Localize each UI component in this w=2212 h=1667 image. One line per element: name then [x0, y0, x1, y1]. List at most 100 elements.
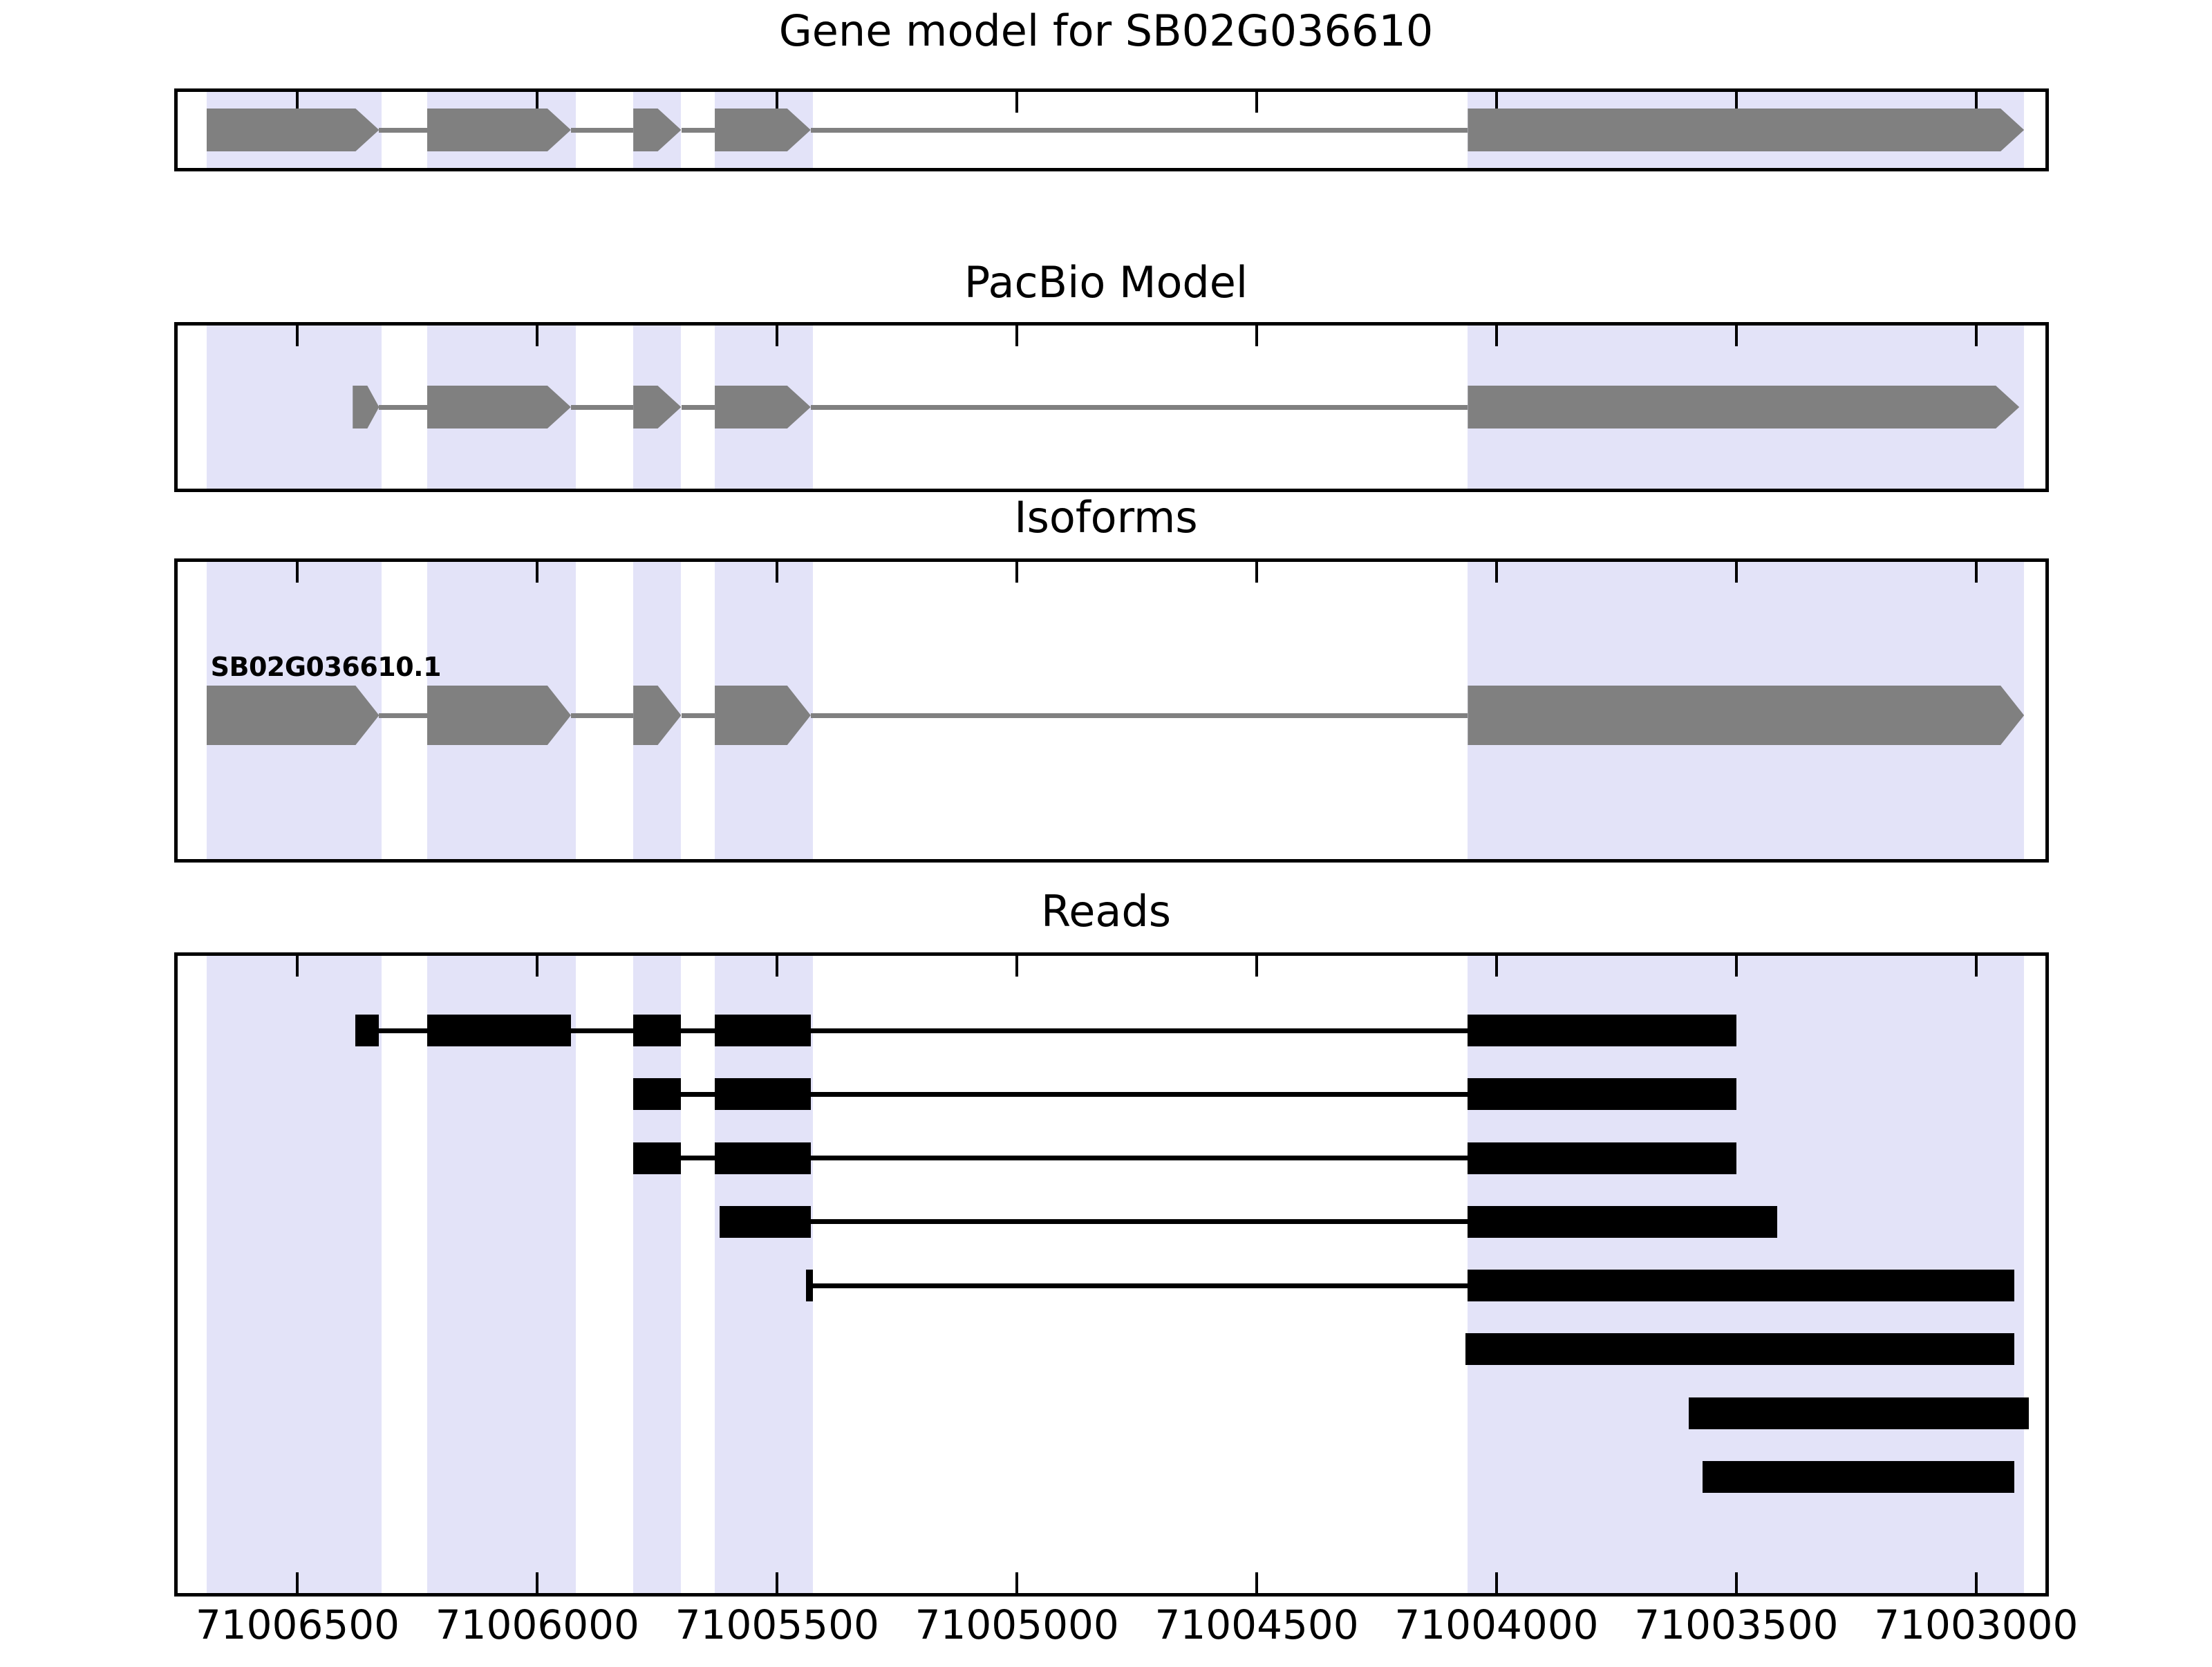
axis-tick: [1015, 562, 1019, 583]
axis-tick: [1734, 326, 1738, 346]
axis-tick: [1734, 92, 1738, 113]
axis-tick: [1494, 326, 1498, 346]
axis-tick: [776, 562, 779, 583]
read-exon-block: [633, 1078, 682, 1111]
axis-tick: [536, 92, 539, 113]
intron-line: [681, 713, 715, 718]
panel-title-pacbio-model: PacBio Model: [964, 257, 1248, 308]
intron-line: [810, 404, 1468, 410]
intron-line: [810, 127, 1468, 133]
axis-tick: [536, 562, 539, 583]
axis-tick: [1255, 92, 1259, 113]
exon-highlight-band: [633, 956, 682, 1593]
axis-tick: [536, 326, 539, 346]
read-exon-block: [1465, 1333, 2015, 1366]
intron-line: [570, 404, 634, 410]
exon-highlight-band: [427, 956, 576, 1593]
axis-tick: [536, 1572, 539, 1593]
read-exon-block: [720, 1205, 811, 1238]
axis-tick: [1734, 956, 1738, 977]
intron-line: [681, 404, 715, 410]
exon-block: [1468, 109, 2024, 151]
axis-tick: [1255, 326, 1259, 346]
axis-tick: [1494, 92, 1498, 113]
x-tick-label: 71003000: [1874, 1601, 2079, 1648]
axis-tick: [296, 1572, 299, 1593]
read-exon-block: [715, 1015, 811, 1047]
axis-tick: [1494, 956, 1498, 977]
axis-tick: [1255, 562, 1259, 583]
axis-tick: [1734, 1572, 1738, 1593]
x-tick-label: 71006000: [435, 1601, 639, 1648]
axis-tick: [1255, 956, 1259, 977]
read-exon-block: [355, 1015, 379, 1047]
isoform-label: SB02G036610.1: [210, 652, 442, 682]
exon-highlight-band: [206, 326, 382, 489]
read-exon-block: [805, 1270, 814, 1302]
axis-tick: [296, 956, 299, 977]
intron-line: [379, 713, 427, 718]
intron-line: [681, 127, 715, 133]
axis-tick: [1974, 92, 1978, 113]
axis-tick: [1974, 956, 1978, 977]
exon-highlight-band: [715, 956, 814, 1593]
axis-tick: [1494, 562, 1498, 583]
read-exon-block: [715, 1142, 811, 1174]
panel-pacbio-model: [174, 322, 2049, 492]
read-exon-block: [715, 1078, 811, 1111]
exon-block: [1468, 386, 2019, 428]
read-exon-block: [427, 1015, 571, 1047]
axis-tick: [1974, 326, 1978, 346]
x-tick-label: 71005500: [675, 1601, 879, 1648]
axis-tick: [1015, 326, 1019, 346]
x-tick-label: 71004000: [1394, 1601, 1599, 1648]
read-alignment-line: [355, 1028, 1736, 1033]
panel-title-reads: Reads: [1040, 886, 1172, 936]
exon-highlight-band: [206, 956, 382, 1593]
panel-title-gene-model: Gene model for SB02G036610: [778, 6, 1434, 56]
axis-tick: [1015, 92, 1019, 113]
exon-block: [207, 109, 379, 151]
axis-tick: [296, 92, 299, 113]
intron-line: [810, 713, 1468, 718]
panel-gene-model: [174, 88, 2049, 171]
axis-tick: [536, 956, 539, 977]
axis-tick: [1974, 1572, 1978, 1593]
axis-tick: [776, 956, 779, 977]
axis-tick: [1494, 1572, 1498, 1593]
read-alignment-line: [720, 1219, 1777, 1225]
exon-block: [1468, 686, 2024, 745]
axis-tick: [776, 92, 779, 113]
intron-line: [379, 404, 427, 410]
panel-isoforms: SB02G036610.1: [174, 558, 2049, 863]
read-alignment-line: [633, 1156, 1736, 1161]
axis-tick: [1734, 562, 1738, 583]
exon-block: [715, 686, 811, 745]
x-tick-label: 71005000: [915, 1601, 1119, 1648]
axis-tick: [296, 562, 299, 583]
read-exon-block: [1468, 1015, 1736, 1047]
axis-tick: [1015, 956, 1019, 977]
axis-tick: [1255, 1572, 1259, 1593]
exon-block: [715, 109, 811, 151]
panel-title-isoforms: Isoforms: [1014, 492, 1198, 543]
axis-tick: [1015, 1572, 1019, 1593]
read-exon-block: [1468, 1142, 1736, 1174]
axis-tick: [296, 326, 299, 346]
axis-tick: [776, 1572, 779, 1593]
panel-reads: [174, 952, 2049, 1597]
exon-block: [207, 686, 379, 745]
read-exon-block: [1468, 1078, 1736, 1111]
exon-block: [427, 386, 571, 428]
intron-line: [379, 127, 427, 133]
read-exon-block: [633, 1015, 682, 1047]
x-tick-label: 71006500: [195, 1601, 400, 1648]
intron-line: [570, 127, 634, 133]
read-exon-block: [1688, 1397, 2030, 1429]
exon-block: [427, 109, 571, 151]
read-alignment-line: [633, 1091, 1736, 1097]
read-alignment-line: [805, 1283, 2015, 1288]
read-exon-block: [1703, 1460, 2015, 1493]
